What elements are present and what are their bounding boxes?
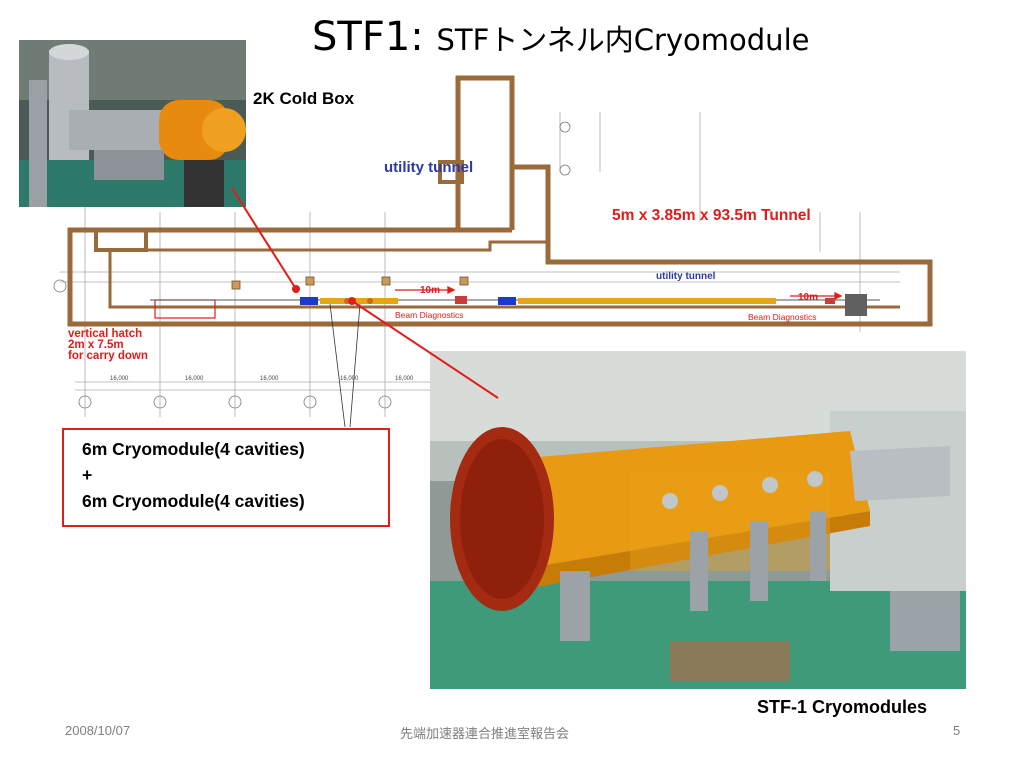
cryomodule-photo — [430, 351, 966, 689]
utility-tunnel-label-lower: utility tunnel — [656, 271, 716, 282]
cryomodule-callout: 6m Cryomodule(4 cavities) + 6m Cryomodul… — [62, 428, 390, 527]
title-rest: STFトンネル内Cryomodule — [436, 23, 810, 57]
hatch-label-line1: vertical hatch — [68, 328, 142, 340]
dim-label-2: 16,000 — [185, 376, 204, 382]
callout-line-2: + — [82, 465, 93, 485]
cold-box-photo — [19, 40, 246, 207]
dim-label-5: 16,000 — [395, 376, 414, 382]
diag2-length: 10m — [798, 292, 818, 303]
hatch-label-line3: for carry down — [68, 350, 148, 362]
beam-dump — [845, 294, 867, 316]
tunnel-size-label: 5m x 3.85m x 93.5m Tunnel — [612, 207, 811, 224]
photo-caption: STF-1 Cryomodules — [757, 697, 928, 717]
callout-line-3: 6m Cryomodule(4 cavities) — [82, 491, 305, 511]
hatch-label-line2: 2m x 7.5m — [68, 339, 124, 351]
dim-label-1: 16,000 — [110, 376, 129, 382]
utility-tunnel-label-upper: utility tunnel — [384, 159, 473, 176]
tunnel-walls — [67, 75, 933, 327]
cryomodule-1 — [320, 298, 398, 304]
cryomodule-2 — [518, 298, 776, 304]
cold-box-label: 2K Cold Box — [253, 89, 355, 108]
cryomodule-blue-2 — [498, 297, 516, 305]
footer-page-number: 5 — [953, 723, 961, 738]
slide-title: STF1: STFトンネル内Cryomodule — [312, 14, 1012, 74]
diag1-label: Beam Diagnostics — [395, 310, 464, 320]
cryomodule-blue-1 — [300, 297, 318, 305]
hatch-outline — [154, 299, 216, 319]
diag2-label: Beam Diagnostics — [748, 312, 817, 322]
dim-label-4: 16,000 — [340, 376, 359, 382]
footer-date: 2008/10/07 — [65, 723, 131, 738]
footer-event: 先端加速器連合推進室報告会 — [400, 726, 570, 741]
tunnel-floor-plan: 16,000 16,000 16,000 16,000 16,000 utili… — [53, 75, 933, 428]
dim-label-3: 16,000 — [260, 376, 279, 382]
callout-line-1: 6m Cryomodule(4 cavities) — [82, 439, 305, 459]
title-main: STF1: — [312, 14, 437, 60]
